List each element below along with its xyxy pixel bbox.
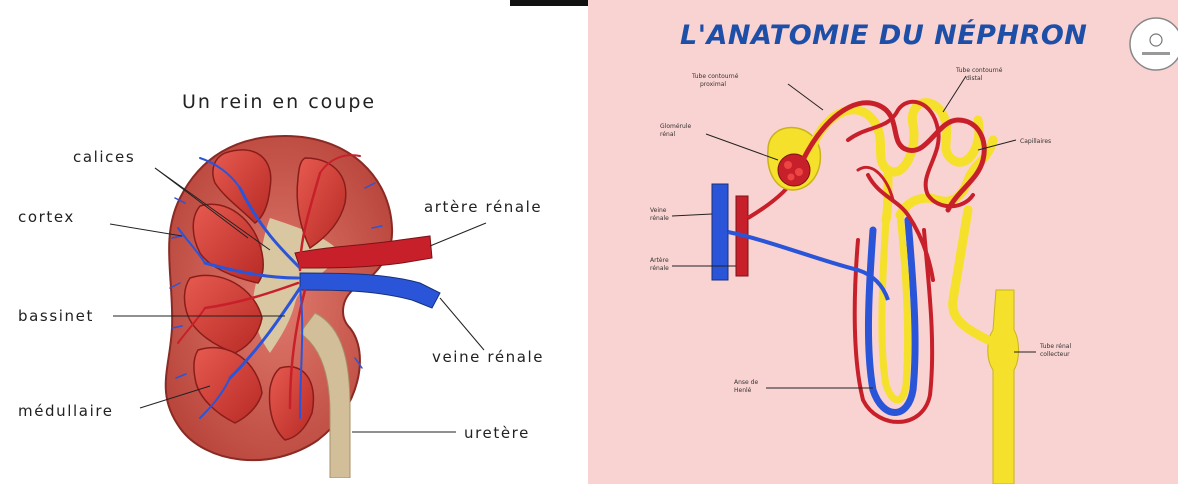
label-tube-distal-line1: Tube contourné — [955, 67, 1003, 74]
collecting-tube — [988, 290, 1019, 484]
label-glomerule-line2: rénal — [660, 131, 676, 138]
label-anse-line2: Henlé — [734, 387, 752, 394]
label-glomerule-line1: Glomérule — [660, 123, 691, 130]
label-medullaire: médullaire — [18, 402, 114, 420]
logo-badge — [1130, 18, 1178, 70]
label-artere-line1: Artère — [650, 257, 669, 264]
label-tube-proximal-line1: Tube contourné — [691, 73, 739, 80]
kidney-diagram-panel: Un rein en coupe — [0, 78, 582, 478]
label-veine-line2: rénale — [650, 215, 669, 222]
kidney-title: Un rein en coupe — [182, 91, 376, 113]
label-calices: calices — [73, 148, 135, 166]
connecting-tubule — [953, 210, 988, 340]
label-anse-line1: Anse de — [734, 379, 758, 386]
label-bassinet: bassinet — [18, 307, 94, 325]
label-tube-distal-line2: distal — [966, 75, 983, 82]
kidney-diagram: Un rein en coupe — [0, 78, 582, 478]
label-capillaires: Capillaires — [1020, 138, 1051, 145]
label-uretere: uretère — [464, 424, 530, 442]
label-tube-proximal-line2: proximal — [700, 81, 726, 88]
label-cortex: cortex — [18, 208, 75, 226]
label-collecteur-line2: collecteur — [1040, 351, 1070, 358]
nephron-diagram: L'ANATOMIE DU NÉPHRON — [588, 0, 1178, 484]
nephron-diagram-panel: L'ANATOMIE DU NÉPHRON — [588, 0, 1178, 484]
label-collecteur-line1: Tube rénal — [1039, 343, 1071, 350]
label-veine-line1: Veine — [650, 207, 667, 214]
label-artere-line2: rénale — [650, 265, 669, 272]
henle-tubule — [882, 215, 908, 400]
label-veine-renale: veine rénale — [432, 348, 544, 366]
nephron-title: L'ANATOMIE DU NÉPHRON — [680, 19, 1087, 51]
venule — [728, 232, 888, 300]
label-artere-renale: artère rénale — [424, 198, 542, 216]
